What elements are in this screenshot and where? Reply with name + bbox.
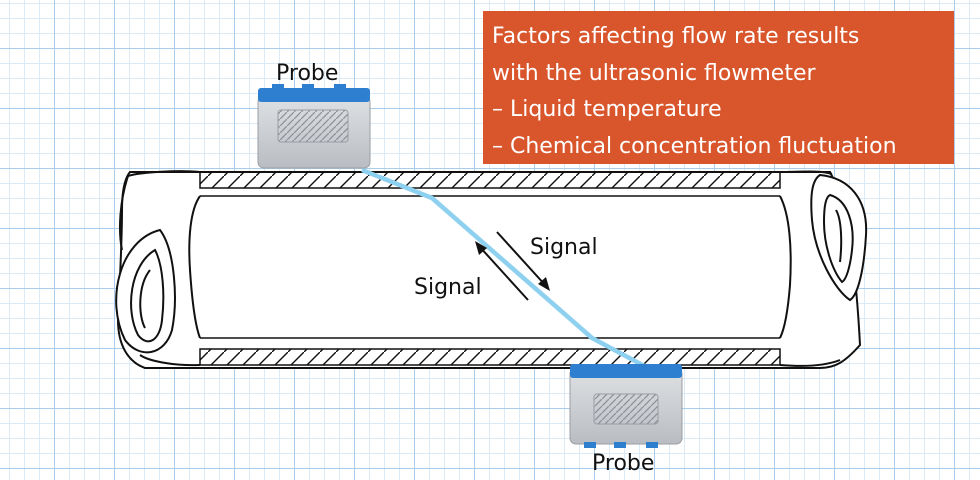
info-factor-2: – Chemical concentration fluctuation — [492, 133, 897, 159]
signal-arrow-upstream — [475, 241, 529, 301]
signal-label-upstream: Signal — [414, 275, 482, 300]
info-factor-1: – Liquid temperature — [492, 97, 722, 122]
info-title-line-1: Factors affecting flow rate results — [492, 24, 860, 49]
signal-arrow-downstream — [496, 231, 550, 291]
probe-top-label: Probe — [276, 61, 338, 86]
probe-bottom — [569, 364, 683, 448]
probe-top-grill — [277, 109, 349, 143]
pipe-bottom-wall — [199, 348, 781, 366]
probe-top — [257, 84, 371, 169]
pipe — [115, 170, 868, 369]
info-title-line-2: with the ultrasonic flowmeter — [492, 60, 816, 86]
pipe-left-end — [115, 170, 201, 367]
pipe-right-end — [779, 170, 868, 367]
signal-label-downstream: Signal — [530, 235, 598, 260]
pipe-top-wall — [199, 171, 781, 189]
probe-bottom-cap — [570, 364, 682, 378]
probe-bottom-label: Probe — [592, 451, 654, 476]
signal-path — [361, 167, 650, 370]
probe-bottom-grill — [593, 393, 659, 425]
probe-top-cap — [258, 88, 370, 102]
factors-info-box: Factors affecting flow rate results with… — [483, 11, 954, 164]
